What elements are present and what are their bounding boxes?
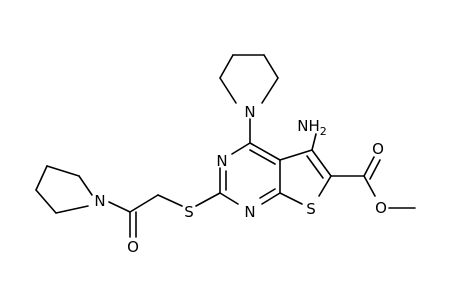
pyrimidine-nitrogen-lower-label: N (244, 203, 255, 221)
methyl-ester (330, 156, 416, 209)
ester-ether-oxygen-label: O (375, 199, 387, 217)
bond-c5-nh2 (311, 133, 317, 151)
thioether-chain (108, 192, 221, 238)
pyrimidine-ring (219, 142, 281, 205)
ester-carbonyl-oxygen-label: O (372, 140, 384, 158)
amino-subscript-label: 2 (320, 125, 327, 138)
piperidine-ring-top (219, 54, 279, 104)
thiophene-ring (279, 149, 332, 205)
amino-group-label: NH2 (297, 117, 327, 138)
amino-nh-label: NH (297, 117, 320, 135)
piperidine-ring-left (35, 165, 93, 214)
amide-nitrogen-label: N (94, 192, 105, 210)
piperidine-nitrogen-label: N (244, 103, 255, 121)
pyrimidine-nitrogen-upper-label: N (216, 152, 227, 170)
thioether-sulfur-label: S (184, 203, 194, 221)
thiophene-sulfur-label: S (306, 200, 316, 218)
amide-oxygen-label: O (127, 238, 139, 256)
